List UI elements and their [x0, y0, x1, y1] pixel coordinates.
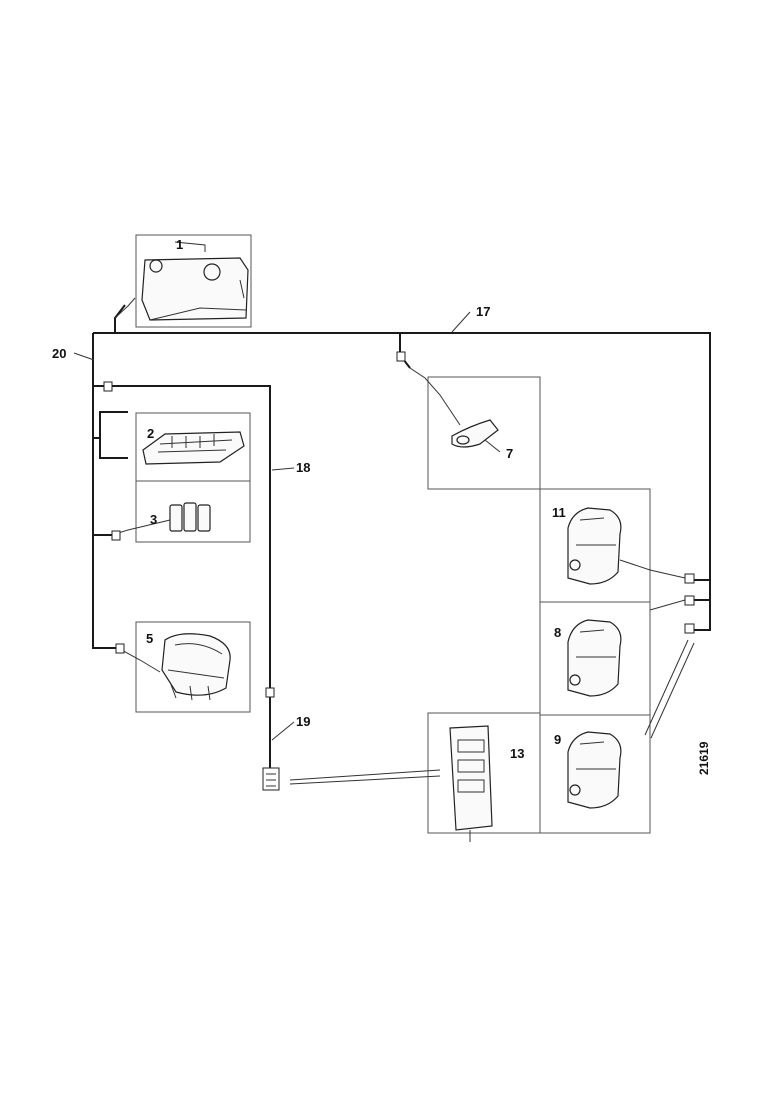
component-boxes [135, 234, 651, 834]
box-part-7 [427, 376, 541, 490]
part-13-controller [289, 725, 493, 842]
connector-9 [684, 623, 695, 634]
part-3-switch-cluster [111, 502, 211, 536]
part-1-panel [114, 241, 249, 321]
connector-19 [265, 687, 275, 698]
part-5-control-unit [117, 633, 231, 701]
connector-13 [262, 767, 280, 791]
callout-13: 13 [510, 746, 524, 761]
connector-7 [396, 351, 406, 362]
connector-5 [115, 643, 125, 654]
callout-labels: 1 2 3 5 7 11 8 9 13 17 18 19 20 [52, 237, 566, 761]
callout-11: 11 [552, 505, 566, 520]
figure-reference-number: 21619 [697, 741, 711, 775]
box-part-5 [135, 621, 251, 713]
part-11-valve [567, 507, 686, 585]
main-harness [92, 304, 711, 770]
callout-8: 8 [554, 625, 561, 640]
part-8-valve [567, 599, 686, 697]
part-7-sensor [409, 367, 501, 453]
callout-19: 19 [296, 714, 310, 729]
connector-8 [684, 595, 695, 606]
leader-lines [73, 311, 471, 741]
callout-20: 20 [52, 346, 66, 361]
connector-3 [111, 530, 121, 541]
box-part-1 [135, 234, 252, 328]
connector-18 [103, 381, 113, 392]
box-part-13 [427, 712, 541, 834]
callout-7: 7 [506, 446, 513, 461]
callout-17: 17 [476, 304, 490, 319]
callout-2: 2 [147, 426, 154, 441]
connector-11 [684, 573, 695, 584]
callout-5: 5 [146, 631, 153, 646]
callout-3: 3 [150, 512, 157, 527]
connectors [103, 351, 695, 791]
part-9-valve [567, 639, 695, 809]
callout-9: 9 [554, 732, 561, 747]
part-2-fuse-block [142, 431, 245, 465]
callout-18: 18 [296, 460, 310, 475]
box-part-3 [135, 480, 251, 543]
callout-1: 1 [176, 237, 183, 252]
